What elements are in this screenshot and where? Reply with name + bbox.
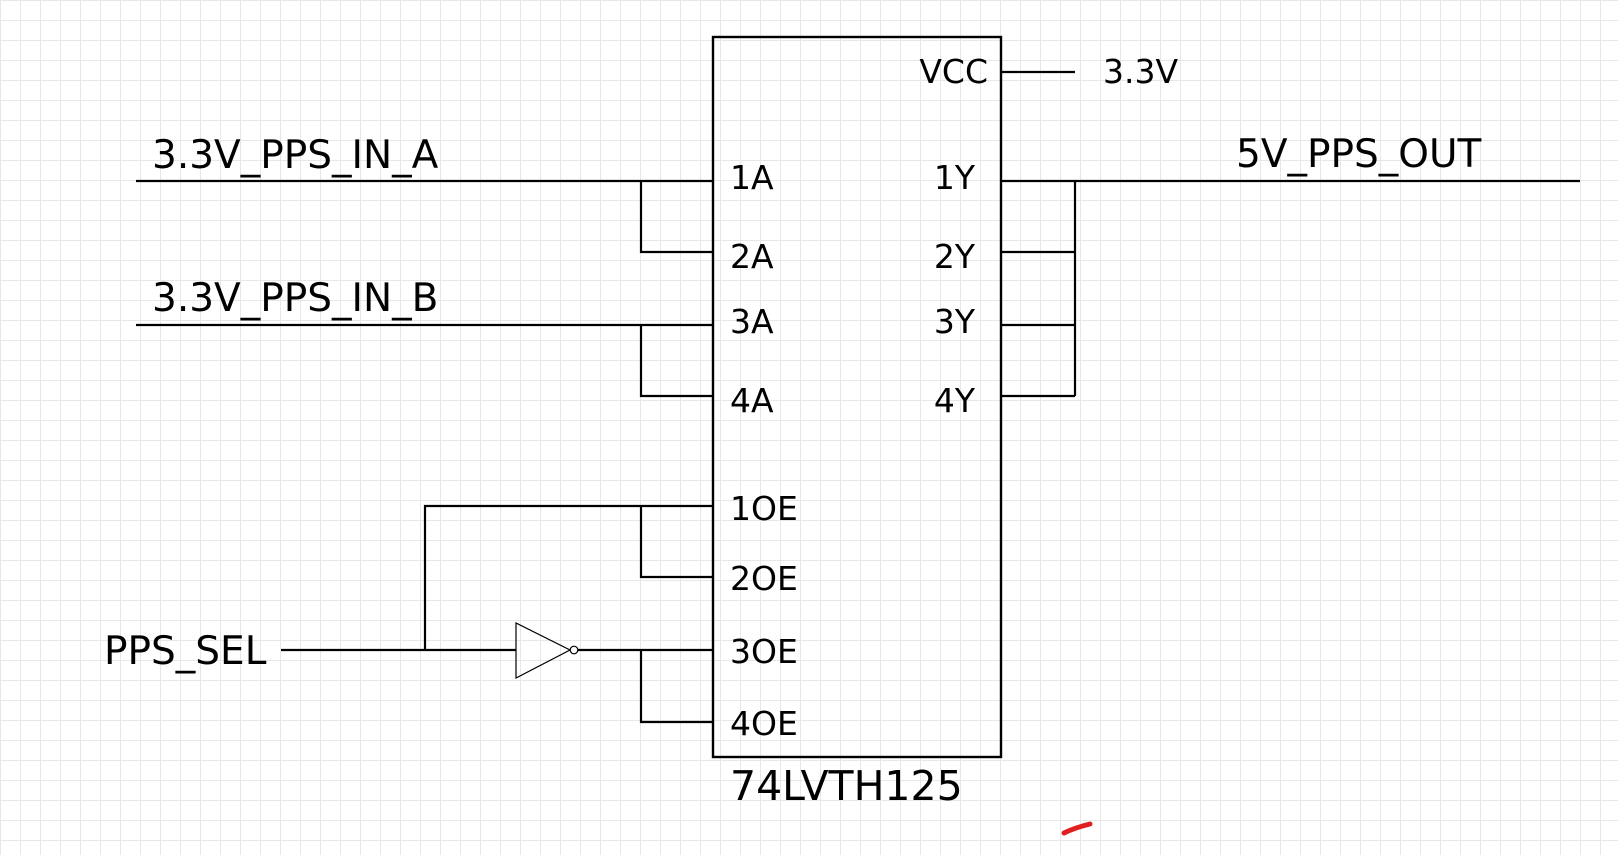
inverter-gate xyxy=(515,622,579,679)
pin-4oe-label: 4OE xyxy=(730,704,798,743)
in-b-branch-wire xyxy=(639,325,713,398)
select-oe2-wire xyxy=(639,506,713,579)
net-label-in-a: 3.3V_PPS_IN_A xyxy=(152,133,439,178)
pin-4a-label: 4A xyxy=(730,381,774,420)
pin-3oe-label: 3OE xyxy=(730,632,798,671)
net-label-in-b: 3.3V_PPS_IN_B xyxy=(152,276,438,321)
net-label-supply: 3.3V xyxy=(1103,52,1178,91)
pin-1y-label: 1Y xyxy=(934,158,976,197)
pin-2oe-label: 2OE xyxy=(730,559,798,598)
select-oe4-wire xyxy=(639,650,713,724)
pin-2a-label: 2A xyxy=(730,237,774,276)
pin-vcc-label: VCC xyxy=(919,52,988,91)
pin-2y-label: 2Y xyxy=(934,237,976,276)
pin-3y-label: 3Y xyxy=(934,302,976,341)
pin-1oe-label: 1OE xyxy=(730,489,798,528)
pin-4y-label: 4Y xyxy=(934,381,976,420)
inverter-triangle xyxy=(515,622,572,679)
select-oe1-wire xyxy=(423,504,713,650)
net-label-output: 5V_PPS_OUT xyxy=(1236,132,1482,177)
in-a-branch-wire xyxy=(639,181,713,254)
pin-3a-label: 3A xyxy=(730,302,774,341)
inverter-bubble xyxy=(569,645,579,655)
pin-1a-label: 1A xyxy=(730,158,774,197)
net-label-select: PPS_SEL xyxy=(104,629,267,674)
red-pen-mark xyxy=(1061,821,1093,836)
ic-part-number: 74LVTH125 xyxy=(730,762,963,810)
